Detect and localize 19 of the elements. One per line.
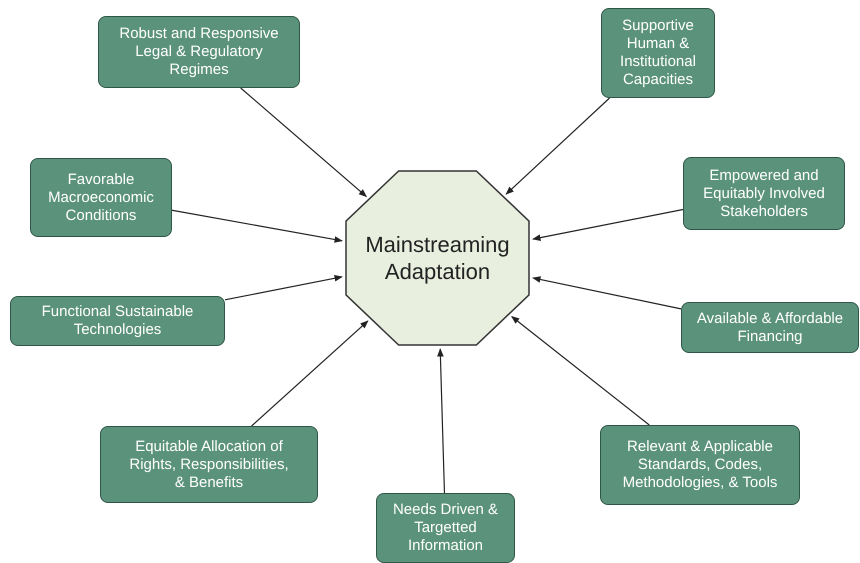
factor-box: Supportive Human & Institutional Capacities xyxy=(601,8,715,98)
arrow xyxy=(506,98,610,195)
arrow xyxy=(240,88,368,198)
factor-box: Relevant & Applicable Standards, Codes, Methodologies, & Tools xyxy=(600,425,800,505)
arrow xyxy=(532,276,682,310)
arrow xyxy=(532,208,684,241)
arrow xyxy=(224,274,343,300)
factor-box: Favorable Macroeconomic Conditions xyxy=(30,158,172,237)
arrow xyxy=(437,348,446,494)
factor-box: Robust and Responsive Legal & Regulatory Regimes xyxy=(98,16,300,88)
factor-box: Needs Driven & Targetted Information xyxy=(376,493,515,563)
arrow xyxy=(511,316,650,426)
factor-box: Available & Affordable Financing xyxy=(681,302,859,353)
center-label: Mainstreaming Adaptation xyxy=(364,231,511,285)
arrow xyxy=(251,320,369,426)
factor-box: Equitable Allocation of Rights, Responsibilities, & Benefits xyxy=(100,426,318,503)
factor-box: Functional Sustainable Technologies xyxy=(10,296,225,346)
factor-box: Empowered and Equitably Involved Stakeholders xyxy=(683,157,845,230)
arrow xyxy=(172,210,343,243)
